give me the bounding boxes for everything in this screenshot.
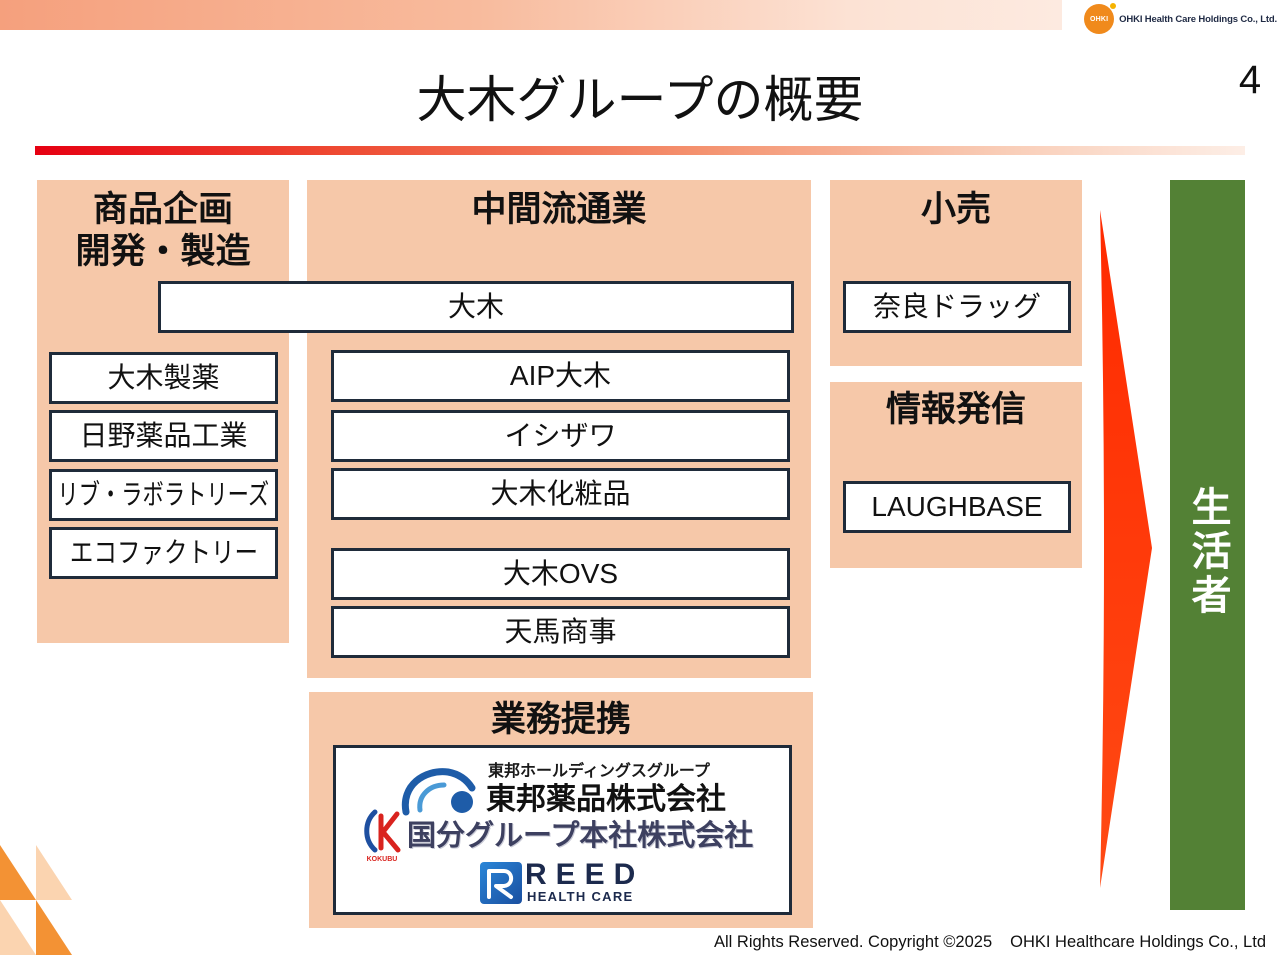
ishizawa-box: イシザワ: [331, 410, 790, 462]
nara-drug-box: 奈良ドラッグ: [843, 281, 1071, 333]
hino-yakuhin-box: 日野薬品工業: [49, 410, 278, 462]
tenma-shoji-box: 天馬商事: [331, 606, 790, 658]
aip-ohki-box: AIP大木: [331, 350, 790, 402]
company-label: 大木化粧品: [490, 478, 631, 509]
company-label: リブ・ラボラトリーズ: [57, 479, 270, 510]
ohki-cosmetics-box: 大木化粧品: [331, 468, 790, 520]
alliance-panel: 業務提携 東邦ホールディングスグループ 東邦薬品株式会社 KOKUBU 国分グル…: [309, 692, 813, 928]
company-label: エコファクトリー: [69, 537, 258, 568]
reed-tagline: HEALTH CARE: [527, 889, 634, 904]
company-label: LAUGHBASE: [871, 491, 1043, 522]
header-gradient-bar: [0, 0, 1062, 30]
alliance-title: 業務提携: [490, 700, 631, 739]
laughbase-box: LAUGHBASE: [843, 481, 1071, 533]
company-label: AIP大木: [509, 360, 612, 391]
distribution-title: 中間流通業: [471, 190, 647, 229]
rib-laboratories-box: リブ・ラボラトリーズ: [49, 469, 278, 521]
consumer-bar: 生活者: [1170, 180, 1245, 910]
ohki-wholesale-box: 大木: [158, 281, 794, 333]
page-number: 4: [1238, 58, 1262, 102]
reed-wordmark: REED: [525, 858, 645, 891]
retail-title: 小売: [920, 190, 991, 229]
company-label: 天馬商事: [504, 616, 617, 647]
reed-logo-icon: [480, 862, 522, 904]
eco-factory-box: エコファクトリー: [49, 527, 278, 579]
distribution-panel: 中間流通業 AIP大木 イシザワ 大木化粧品 大木OVS 天馬商事: [307, 180, 811, 678]
ohki-logo-icon: OHKI: [1084, 3, 1117, 34]
company-label: 大木製薬: [107, 362, 220, 393]
toho-company-name: 東邦薬品株式会社: [486, 783, 726, 816]
toho-logo-icon: [401, 768, 476, 816]
footer-company: OHKI Healthcare Holdings Co., Ltd: [1010, 933, 1266, 951]
manufacturing-panel: 商品企画 開発・製造 大木製薬 日野薬品工業 リブ・ラボラトリーズ エコファクト…: [37, 180, 289, 643]
title-underline: [35, 146, 1245, 155]
kokubu-company-name: 国分グループ本社株式会社: [407, 820, 754, 852]
manufacturing-title-line-2: 開発・製造: [75, 232, 251, 271]
ohki-seiyaku-box: 大木製薬: [49, 352, 278, 404]
kokubu-logo-icon: KOKUBU: [364, 809, 401, 863]
company-label: 奈良ドラッグ: [872, 291, 1041, 322]
consumer-label: 生活者: [1185, 486, 1230, 618]
footer-copyright: All Rights Reserved. Copyright ©2025 OHK…: [714, 931, 1266, 953]
toho-group-label: 東邦ホールディングスグループ: [488, 763, 710, 780]
company-label: 日野薬品工業: [79, 420, 248, 451]
partner-logos-box: 東邦ホールディングスグループ 東邦薬品株式会社 KOKUBU 国分グループ本社株…: [333, 745, 792, 915]
retail-panel: 小売 奈良ドラッグ: [830, 180, 1082, 366]
corner-triangles-decoration: [0, 845, 72, 955]
information-panel: 情報発信 LAUGHBASE: [830, 382, 1082, 568]
flow-arrow-icon: [1100, 210, 1152, 888]
ohki-ovs-box: 大木OVS: [331, 548, 790, 600]
footer-rights: All Rights Reserved. Copyright ©2025: [714, 933, 993, 951]
page-title: 大木グループの概要: [416, 72, 864, 128]
company-brand: OHKI OHKI Health Care Holdings Co., Ltd.: [1084, 3, 1277, 34]
kokubu-logo-text: KOKUBU: [367, 856, 398, 863]
brand-company-name: OHKI Health Care Holdings Co., Ltd.: [1119, 13, 1277, 25]
company-label: 大木: [447, 291, 504, 322]
information-title: 情報発信: [885, 390, 1026, 429]
company-label: 大木OVS: [502, 558, 619, 589]
manufacturing-title-line-1: 商品企画: [92, 190, 233, 229]
company-label: イシザワ: [504, 420, 617, 451]
